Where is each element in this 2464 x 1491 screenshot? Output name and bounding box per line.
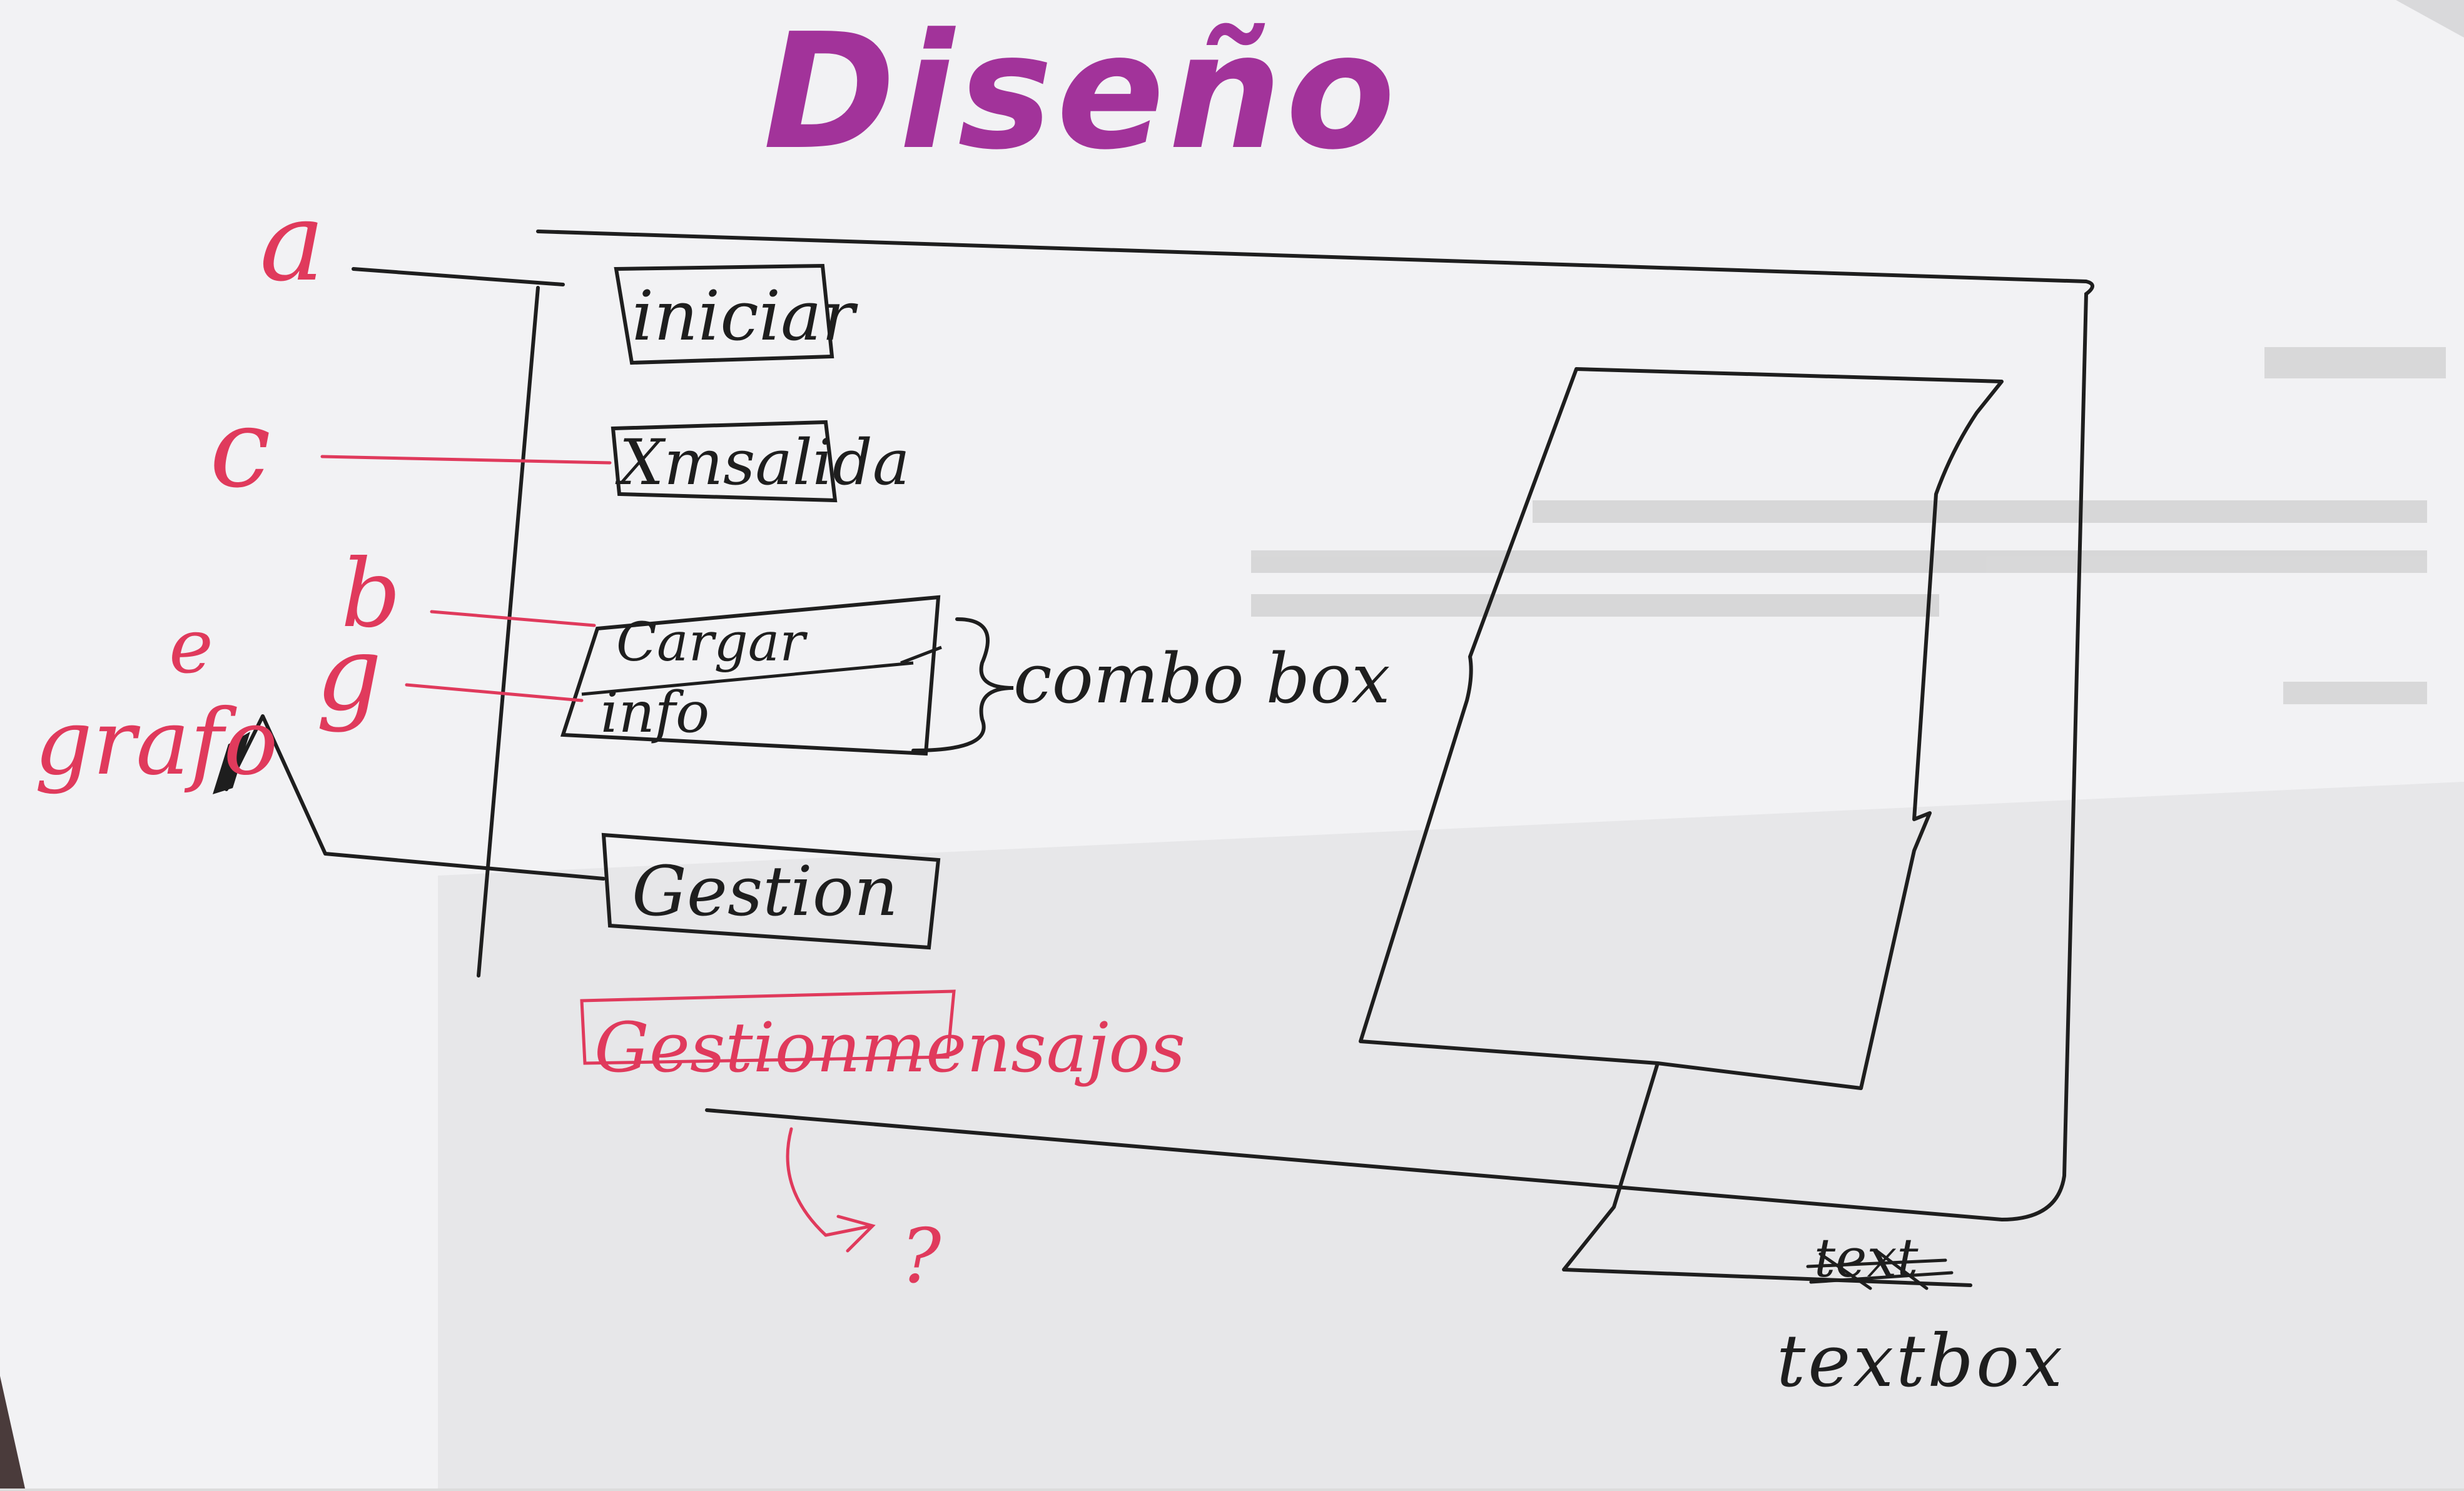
textbox-outline	[1359, 367, 2004, 1090]
grafo-label: grafo	[34, 690, 278, 796]
iniciar-button-label: iniciar	[632, 276, 855, 356]
gestion-mensajos-outline	[580, 989, 956, 1065]
leader-line-g	[405, 683, 584, 702]
paper-shadow	[438, 782, 2464, 1488]
question-mark: ?	[901, 1213, 941, 1300]
gestion-arrow	[225, 714, 606, 881]
leader-line-c	[320, 455, 612, 465]
window-frame	[536, 230, 2094, 1222]
marker-b: b	[341, 540, 402, 649]
marker-e: e	[169, 604, 214, 690]
curly-brace	[911, 617, 1014, 752]
marker-a: a	[260, 179, 325, 306]
leader-line-a	[352, 267, 565, 286]
sidebar-line	[477, 286, 540, 978]
page-title: Diseño	[763, 0, 1399, 185]
red-curve-arrow	[786, 1127, 828, 1237]
combo-item-info: info	[601, 680, 710, 745]
iniciar-button-outline	[614, 263, 834, 365]
marker-g: g	[316, 614, 382, 734]
arrow-head	[213, 732, 250, 794]
gestion-button-label: Gestion	[632, 851, 898, 931]
gestion-button-outline	[601, 832, 941, 950]
gestion-mensajos-label: Gestionmensajos	[594, 1008, 1185, 1088]
textbox-label: textbox	[1777, 1320, 2066, 1403]
marker-c: c	[210, 385, 271, 512]
red-arrow-head	[824, 1215, 876, 1253]
combo-arrow	[900, 645, 942, 665]
combo-box-annotation: combo box	[1013, 639, 1391, 719]
xmsalida-button-outline	[611, 420, 838, 503]
combo-divider	[581, 661, 914, 696]
struck-word: text	[1814, 1228, 1919, 1290]
xmsalida-button-label: Xmsalida	[619, 426, 910, 499]
bleed-through-text	[1251, 347, 2446, 704]
table-edge	[0, 1376, 25, 1488]
leader-line-b	[430, 610, 596, 627]
strike-scribble	[1806, 1249, 1954, 1290]
textbox-leader-line	[1562, 1061, 1972, 1287]
combo-item-cargar: Cargar	[616, 612, 806, 674]
